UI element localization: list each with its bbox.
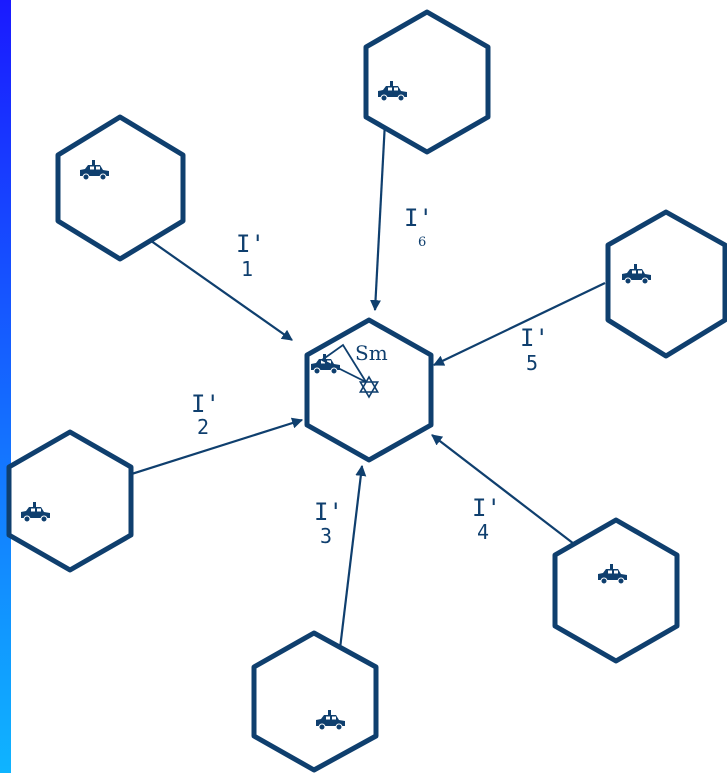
interference-label-5: I' <box>520 324 549 352</box>
cell-6 <box>363 9 491 155</box>
side-bar-fill <box>0 0 11 773</box>
beam-icon-line <box>321 359 367 383</box>
cell-2 <box>6 429 134 573</box>
interference-arrow-4 <box>431 434 579 548</box>
cell-3 <box>251 630 379 773</box>
interference-arrow-6 <box>370 102 388 312</box>
cell-4 <box>552 517 680 664</box>
center-cell <box>304 317 434 463</box>
interference-label-4: I' <box>472 494 501 522</box>
interference-index-3: 3 <box>320 524 332 548</box>
interference-index-6: 6 <box>418 235 426 250</box>
interference-index-2: 2 <box>197 415 209 439</box>
center-cell-label: Sm <box>355 341 388 365</box>
interference-index-5: 5 <box>526 351 538 375</box>
interference-label-6: I' <box>404 204 433 232</box>
cell-1 <box>55 114 186 262</box>
interference-label-2: I' <box>191 390 220 418</box>
interference-label-3: I' <box>314 498 343 526</box>
beam-icon <box>321 343 367 383</box>
cell-5 <box>605 209 727 359</box>
interference-label-1: I' <box>236 230 265 258</box>
star-of-david-icon <box>358 375 380 399</box>
interference-index-1: 1 <box>241 257 253 281</box>
interference-arrow-5 <box>433 282 606 366</box>
interference-index-4: 4 <box>477 520 489 544</box>
